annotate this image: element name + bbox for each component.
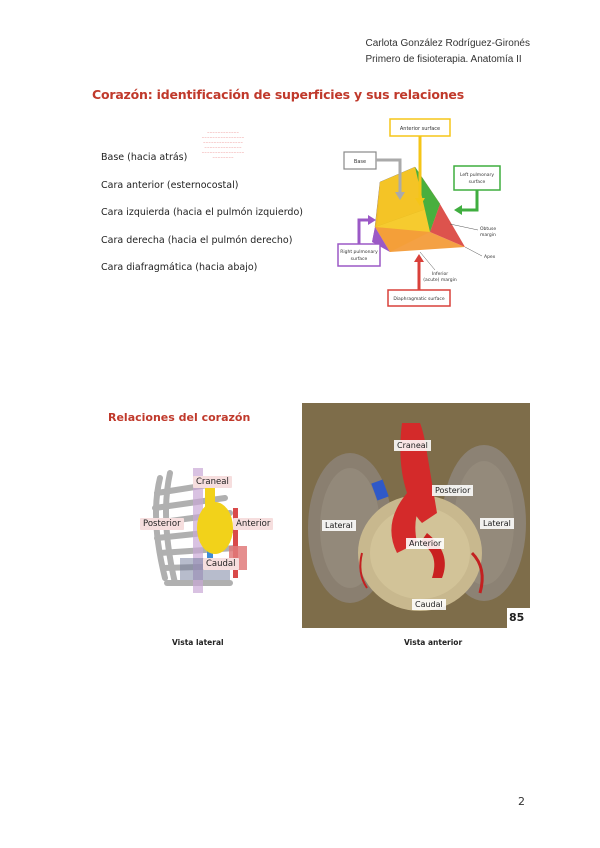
heart-surfaces-diagram: Anterior surface Base Left pulmonary sur… <box>337 118 501 307</box>
label-apex: Apex <box>484 254 496 260</box>
anatomical-photo-illustration <box>302 403 530 628</box>
label-anterior-surface: Anterior surface <box>400 126 440 132</box>
photo-label-anterior: Anterior <box>406 538 445 549</box>
lateral-view-figure: Craneal Posterior Anterior Caudal <box>135 458 285 608</box>
svg-text:surface: surface <box>351 256 368 262</box>
diagram-purple-side <box>372 227 390 252</box>
author-block: Carlota González Rodríguez-Gironés Prime… <box>365 36 530 68</box>
svg-text:(acute) margin: (acute) margin <box>423 277 457 283</box>
surfaces-list: Base (hacia atrás) Cara anterior (estern… <box>101 152 303 290</box>
svg-text:surface: surface <box>469 179 486 185</box>
label-obtuse-margin: Obtuse <box>480 226 496 232</box>
lateral-label-caudal: Caudal <box>203 558 239 570</box>
svg-text:margin: margin <box>480 232 496 238</box>
figure-number: 85 <box>509 611 525 624</box>
list-item: Cara izquierda (hacia el pulmón izquierd… <box>101 207 303 218</box>
photo-label-posterior: Posterior <box>432 485 474 496</box>
photo-label-lateral-right: Lateral <box>480 518 514 529</box>
list-item: Cara derecha (hacia el pulmón derecho) <box>101 234 293 246</box>
lateral-label-anterior: Anterior <box>233 518 274 530</box>
section-title-relaciones: Relaciones del corazón <box>108 411 251 424</box>
list-item: Cara anterior (esternocostal) <box>101 179 239 191</box>
photo-label-lateral-left: Lateral <box>322 520 356 531</box>
lateral-label-craneal: Craneal <box>193 476 232 488</box>
diagram-orange-face <box>375 227 465 252</box>
section-title-superficies: Corazón: identificación de superficies y… <box>92 87 464 102</box>
author-name: Carlota González Rodríguez-Gironés <box>365 38 530 49</box>
label-left-pulmonary: Left pulmonary <box>460 172 494 178</box>
handwritten-note: ~~~~~~~~~~~~~~~~~~~~~~~~~~~~~~~~~~~~~~~~… <box>201 131 245 160</box>
anterior-view-photo: Craneal Posterior Lateral Lateral Anteri… <box>302 403 530 628</box>
list-item: Cara diafragmática (hacia abajo) <box>101 262 258 273</box>
diagram-red-face <box>430 204 465 247</box>
label-right-pulmonary: Right pulmonary <box>340 249 378 255</box>
photo-label-craneal: Craneal <box>394 440 431 451</box>
course-name: Primero de fisioterapia. Anatomía II <box>365 54 522 65</box>
label-diaphragmatic: Diaphragmatic surface <box>393 296 445 302</box>
caption-anterior: Vista anterior <box>404 638 463 647</box>
label-inferior-margin: Inferior <box>432 271 448 277</box>
photo-label-caudal: Caudal <box>412 599 446 610</box>
caption-lateral: Vista lateral <box>172 638 224 647</box>
list-item: Base (hacia atrás) <box>101 152 188 163</box>
label-base: Base <box>354 159 366 165</box>
lateral-label-posterior: Posterior <box>140 518 184 530</box>
page-number: 2 <box>518 795 525 808</box>
